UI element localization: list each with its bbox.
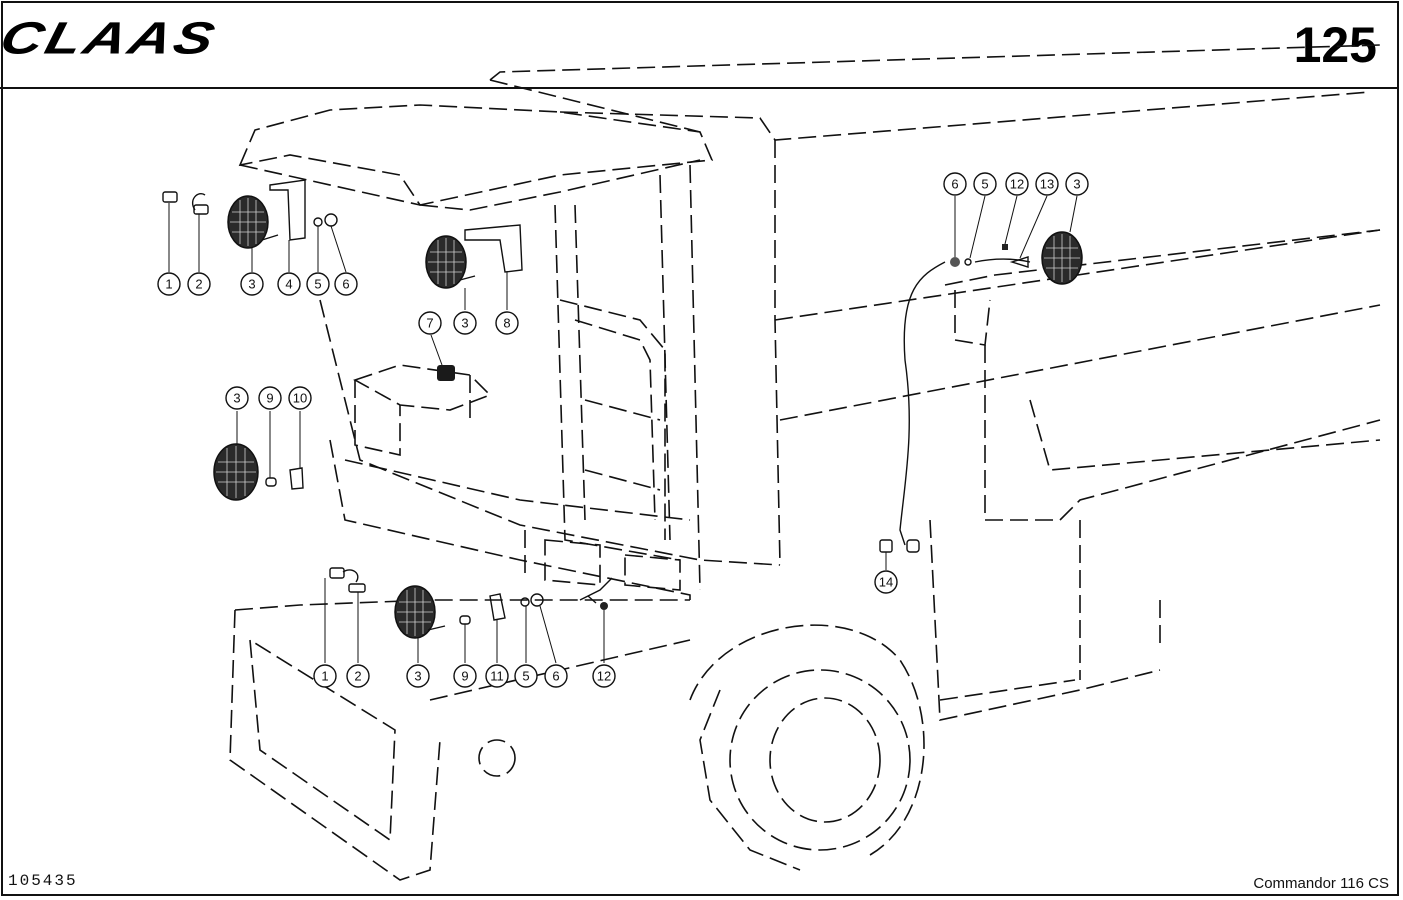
svg-text:9: 9 bbox=[266, 391, 273, 406]
sleeve bbox=[265, 477, 277, 487]
callout-13: 13 bbox=[1035, 172, 1059, 196]
header-rule bbox=[0, 87, 1398, 89]
svg-text:5: 5 bbox=[314, 277, 321, 292]
svg-text:2: 2 bbox=[354, 669, 361, 684]
callout-3: 3 bbox=[453, 311, 477, 335]
nut bbox=[950, 257, 960, 267]
svg-text:7: 7 bbox=[426, 316, 433, 331]
svg-text:12: 12 bbox=[1010, 177, 1024, 192]
work-lamp bbox=[394, 585, 446, 639]
clip bbox=[289, 467, 304, 490]
callout-10: 10 bbox=[288, 386, 312, 410]
model-name: Commandor 116 CS bbox=[1253, 875, 1389, 892]
callout-3: 3 bbox=[240, 272, 264, 296]
nut bbox=[600, 602, 608, 610]
svg-text:1: 1 bbox=[321, 669, 328, 684]
svg-text:12: 12 bbox=[597, 669, 611, 684]
svg-text:6: 6 bbox=[951, 177, 958, 192]
relay-part bbox=[329, 567, 345, 579]
callout-bubbles: 1 2 3 4 5 6 7 3 8 3 9 10 1 2 3 9 11 5 6 … bbox=[157, 172, 1089, 688]
svg-text:6: 6 bbox=[552, 669, 559, 684]
sleeve bbox=[459, 615, 471, 625]
callout-6: 6 bbox=[334, 272, 358, 296]
callout-6: 6 bbox=[544, 664, 568, 688]
svg-text:3: 3 bbox=[461, 316, 468, 331]
work-lamp bbox=[1041, 231, 1083, 285]
callout-2: 2 bbox=[187, 272, 211, 296]
connector bbox=[879, 539, 893, 553]
callout-3: 3 bbox=[1065, 172, 1089, 196]
callout-1: 1 bbox=[157, 272, 181, 296]
svg-text:3: 3 bbox=[233, 391, 240, 406]
washer bbox=[313, 217, 323, 227]
terminal bbox=[1009, 256, 1029, 268]
work-lamp bbox=[227, 195, 279, 249]
callout-12: 12 bbox=[592, 664, 616, 688]
callout-5: 5 bbox=[973, 172, 997, 196]
svg-text:8: 8 bbox=[503, 316, 510, 331]
leader-lines bbox=[168, 195, 1078, 664]
washer bbox=[964, 258, 972, 266]
work-lamp bbox=[425, 235, 476, 289]
svg-text:9: 9 bbox=[461, 669, 468, 684]
nut bbox=[324, 213, 338, 227]
drawing-number: 105435 bbox=[8, 872, 78, 890]
svg-text:3: 3 bbox=[414, 669, 421, 684]
svg-text:11: 11 bbox=[490, 669, 504, 684]
bracket bbox=[464, 224, 523, 273]
plug-part bbox=[193, 204, 209, 215]
callout-6: 6 bbox=[943, 172, 967, 196]
wiring bbox=[579, 577, 613, 604]
clip bbox=[489, 593, 506, 621]
svg-text:5: 5 bbox=[522, 669, 529, 684]
svg-text:13: 13 bbox=[1040, 177, 1054, 192]
callout-11: 11 bbox=[485, 664, 509, 688]
callout-5: 5 bbox=[514, 664, 538, 688]
components bbox=[162, 179, 1083, 639]
svg-text:14: 14 bbox=[879, 575, 893, 590]
beacon bbox=[437, 365, 455, 381]
callout-3: 3 bbox=[225, 386, 249, 410]
callout-2: 2 bbox=[346, 664, 370, 688]
svg-text:2: 2 bbox=[195, 277, 202, 292]
callout-4: 4 bbox=[277, 272, 301, 296]
combine-outline bbox=[229, 44, 1381, 881]
connector bbox=[906, 539, 920, 553]
svg-text:10: 10 bbox=[293, 391, 307, 406]
callout-3: 3 bbox=[406, 664, 430, 688]
bracket bbox=[269, 179, 306, 241]
relay-part bbox=[162, 191, 178, 203]
nut bbox=[530, 593, 544, 607]
washer bbox=[520, 597, 530, 607]
callout-9: 9 bbox=[258, 386, 282, 410]
svg-text:4: 4 bbox=[285, 277, 292, 292]
grommet bbox=[1002, 244, 1008, 250]
svg-text:3: 3 bbox=[1073, 177, 1080, 192]
cable bbox=[899, 261, 946, 546]
svg-text:3: 3 bbox=[248, 277, 255, 292]
svg-text:5: 5 bbox=[981, 177, 988, 192]
callout-7: 7 bbox=[418, 311, 442, 335]
work-lamp bbox=[213, 443, 259, 501]
plug-part bbox=[348, 583, 366, 593]
svg-text:6: 6 bbox=[342, 277, 349, 292]
callout-5: 5 bbox=[306, 272, 330, 296]
callout-12: 12 bbox=[1005, 172, 1029, 196]
callout-8: 8 bbox=[495, 311, 519, 335]
svg-text:1: 1 bbox=[165, 277, 172, 292]
callout-14: 14 bbox=[874, 570, 898, 594]
callout-1: 1 bbox=[313, 664, 337, 688]
callout-9: 9 bbox=[453, 664, 477, 688]
cable bbox=[974, 258, 1031, 263]
